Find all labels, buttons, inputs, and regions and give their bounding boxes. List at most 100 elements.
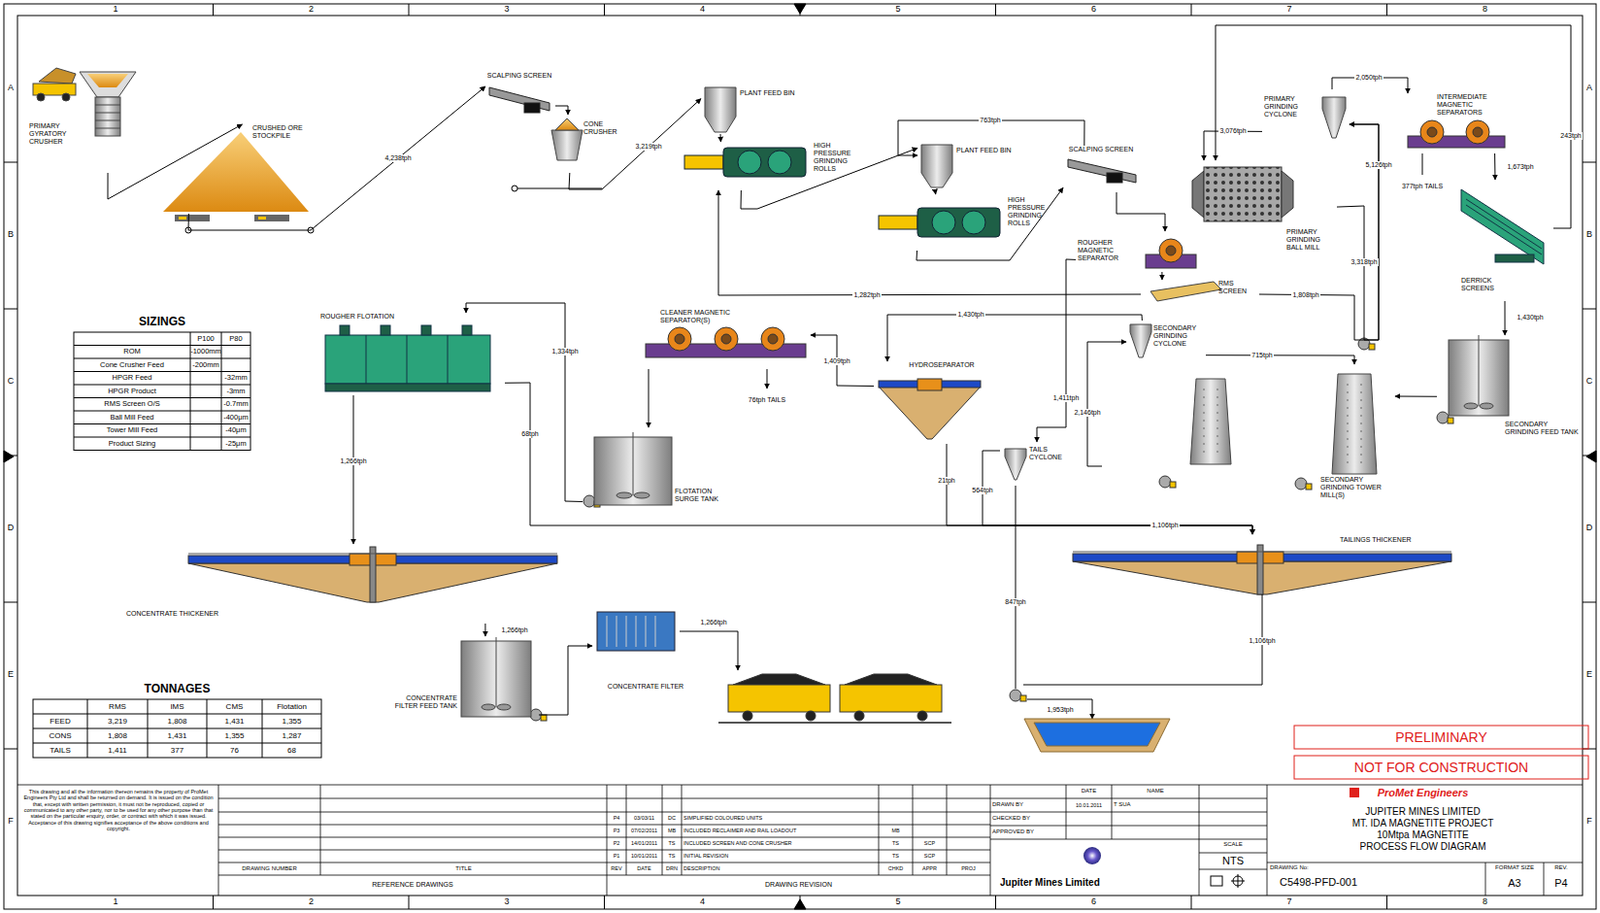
flow-line bbox=[1215, 25, 1571, 229]
cyclone bbox=[1130, 324, 1152, 358]
magnetic-separator bbox=[667, 327, 692, 351]
flow-line bbox=[1087, 341, 1127, 467]
equipment-label: FLOTATION SURGE TANK bbox=[674, 487, 735, 503]
frame-tick bbox=[995, 3, 997, 16]
equipment-node: CONCENTRATE FILTER FEED TANK bbox=[393, 635, 539, 724]
hpgr bbox=[723, 147, 806, 177]
drawing-text: 07/02/2011 bbox=[626, 827, 663, 834]
flow-line bbox=[1336, 124, 1379, 340]
flow-line bbox=[982, 450, 1253, 534]
drawing-text: D bbox=[3, 522, 18, 533]
frame-tick bbox=[3, 601, 18, 603]
drawing-text: PRELIMINARY bbox=[1294, 729, 1589, 745]
drawing-text: Flotation bbox=[262, 701, 322, 711]
drawing-text: P4 bbox=[606, 814, 627, 821]
pump bbox=[1159, 475, 1171, 488]
tails-lines bbox=[1023, 594, 1263, 685]
hpgr bbox=[684, 155, 724, 169]
drawing-text: INCLUDED RECLAIMER AND RAIL LOADOUT bbox=[683, 827, 879, 834]
scalping-screen bbox=[524, 102, 540, 113]
equipment-label: HIGH PRESSURE GRINDING ROLLS bbox=[1007, 196, 1059, 228]
drawing-text: ROM bbox=[73, 347, 191, 357]
flow-rate: 1,430tph bbox=[956, 310, 985, 319]
flow-rate: 3,076tph bbox=[1218, 127, 1247, 135]
drawing-text: CMS bbox=[206, 701, 263, 711]
flotation-cells bbox=[325, 383, 491, 392]
thickener bbox=[1072, 551, 1452, 553]
equipment-label: CLEANER MAGNETIC SEPARATOR(S) bbox=[660, 308, 734, 325]
flow-line bbox=[538, 645, 593, 715]
tailings-dam bbox=[1024, 718, 1170, 752]
equipment-label: CRUSHED ORE STOCKPILE bbox=[252, 124, 321, 140]
drawing-text: F bbox=[1582, 815, 1597, 826]
drawing-text: DESCRIPTION bbox=[683, 865, 879, 871]
frame-tick bbox=[995, 895, 997, 909]
drawing-text: SCP bbox=[912, 852, 947, 859]
drawing-text: MB bbox=[662, 827, 682, 834]
drawing-text: INITIAL REVISION bbox=[683, 852, 879, 859]
red-stamps bbox=[1294, 725, 1589, 779]
equipment-node: CONCENTRATE THICKENER bbox=[126, 543, 568, 624]
tower-mill bbox=[1190, 378, 1232, 465]
flow-line bbox=[887, 314, 1142, 362]
hpgr bbox=[962, 210, 986, 234]
flotation-cells bbox=[339, 325, 350, 335]
drawing-text: 1,953tph bbox=[1045, 705, 1074, 714]
flow-line bbox=[810, 334, 874, 387]
rail-wagons bbox=[839, 684, 942, 712]
drawing-text: 5,126tph bbox=[1364, 161, 1393, 169]
flow-line bbox=[1203, 131, 1263, 161]
drawing-text: PROJ bbox=[946, 865, 991, 871]
flow-rate: 1,673tph bbox=[1505, 163, 1534, 171]
magnetic-separator bbox=[766, 153, 1423, 389]
title-block bbox=[606, 784, 991, 875]
flow-line bbox=[740, 148, 918, 210]
drawing-text: E bbox=[1582, 668, 1597, 679]
drawing-text: 1 bbox=[104, 896, 127, 906]
equipment-node: PRIMARY GYRATORY CRUSHER bbox=[27, 64, 134, 173]
drawing-text: INCLUDED SCREEN AND CONE CRUSHER bbox=[683, 839, 879, 846]
drawing-text: -40μm bbox=[221, 426, 251, 435]
flow-line bbox=[934, 189, 937, 195]
drawing-text: DRAWN BY bbox=[992, 800, 1067, 808]
tower-mill bbox=[1332, 373, 1377, 474]
flow-rate: 1,409tph bbox=[822, 357, 851, 366]
scalping-screen bbox=[1067, 159, 1136, 183]
drawing-text: REV. bbox=[1543, 864, 1579, 871]
rail-wagons bbox=[805, 710, 816, 721]
flow-rate: 21tph bbox=[936, 476, 957, 485]
drawing-text: 377 bbox=[147, 745, 207, 755]
flow-line bbox=[916, 187, 1064, 261]
drawing-text: HPGR Feed bbox=[73, 373, 191, 383]
drawing-text: -32mm bbox=[221, 373, 251, 383]
feed-bin bbox=[921, 144, 953, 188]
equipment-label: DERRICK SCREENS bbox=[1461, 276, 1520, 293]
drawing-text: TAILS bbox=[33, 745, 88, 755]
flow-line bbox=[898, 120, 1085, 156]
flow-line bbox=[188, 86, 486, 231]
drawing-text: REFERENCE DRAWINGS bbox=[218, 880, 607, 889]
drawing-text: DATE bbox=[626, 865, 663, 871]
feed-bin bbox=[704, 87, 953, 188]
drawing-text: 377tph TAILS bbox=[1400, 182, 1444, 191]
flow-line bbox=[466, 302, 583, 502]
magnetic-separator bbox=[767, 333, 778, 344]
drawing-text: DC bbox=[662, 814, 682, 821]
ball-mill bbox=[1203, 166, 1282, 222]
ball-mill bbox=[1192, 166, 1294, 222]
equipment-label: CONCENTRATE THICKENER bbox=[126, 609, 253, 618]
flow-line bbox=[1504, 300, 1506, 335]
drawing-text: 76 bbox=[206, 745, 263, 755]
drawing-text: RMS bbox=[87, 701, 148, 711]
flow-rate: 243tph bbox=[1559, 132, 1582, 140]
equipment-label: PRIMARY GRINDING CYCLONE bbox=[1264, 95, 1318, 119]
drawing-text: DRAWING REVISION bbox=[606, 880, 991, 889]
drawing-text: DATE bbox=[1066, 787, 1112, 795]
rms-screen bbox=[1150, 281, 1222, 301]
drawing-text: Cone Crusher Feed bbox=[73, 361, 191, 370]
thickener bbox=[878, 386, 981, 439]
flow-rate: 1,430tph bbox=[1515, 313, 1544, 322]
rail-wagons bbox=[742, 710, 753, 721]
drawing-text: P80 bbox=[221, 334, 251, 344]
